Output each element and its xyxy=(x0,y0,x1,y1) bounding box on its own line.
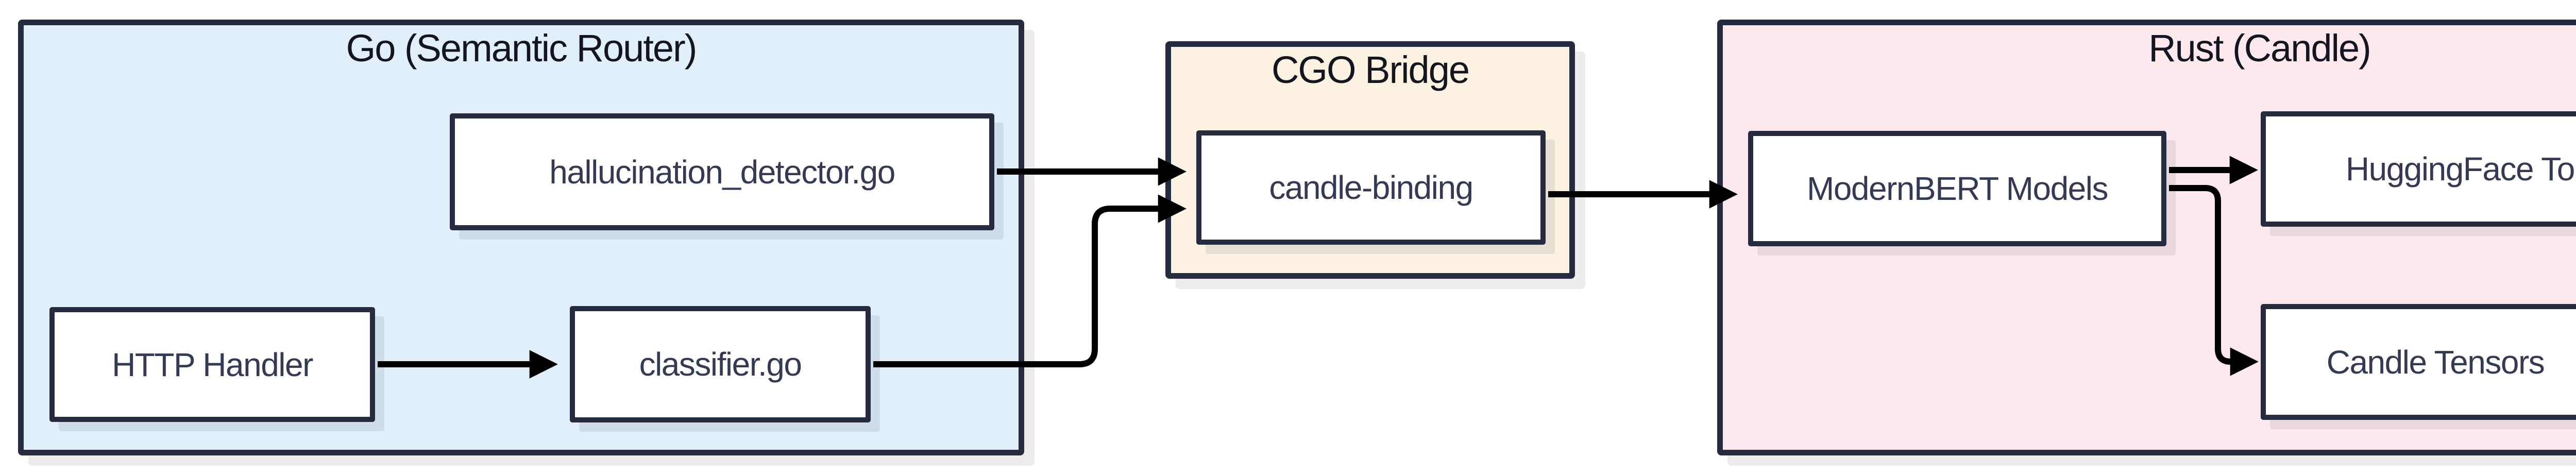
node-label: candle-binding xyxy=(1269,169,1473,206)
node-label: hallucination_detector.go xyxy=(549,153,895,191)
node-http-handler: HTTP Handler xyxy=(49,307,375,422)
node-label: classifier.go xyxy=(639,346,802,383)
node-candle-binding: candle-binding xyxy=(1196,130,1546,245)
cluster-title-rust: Rust (Candle) xyxy=(2148,27,2371,70)
node-label: Candle Tensors xyxy=(2326,343,2545,381)
node-classifier: classifier.go xyxy=(570,306,871,422)
node-label: HuggingFace Tokenizers xyxy=(2345,150,2576,188)
node-hallucination-detector: hallucination_detector.go xyxy=(450,113,994,230)
node-candle-tensors: Candle Tensors xyxy=(2261,304,2576,420)
node-huggingface-tokenizers: HuggingFace Tokenizers xyxy=(2261,111,2576,227)
cluster-title-cgo: CGO Bridge xyxy=(1271,48,1470,91)
node-label: HTTP Handler xyxy=(112,346,313,383)
node-modernbert-models: ModernBERT Models xyxy=(1748,131,2166,246)
cluster-title-go: Go (Semantic Router) xyxy=(346,27,698,70)
node-label: ModernBERT Models xyxy=(1807,170,2108,207)
